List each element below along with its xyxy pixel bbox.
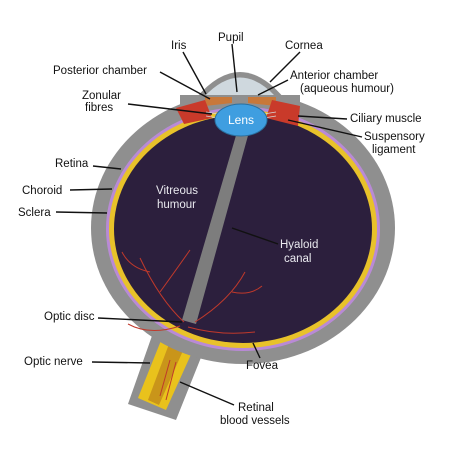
label-fovea: Fovea: [246, 360, 279, 372]
label-lens: Lens: [228, 113, 254, 127]
lens: [214, 103, 268, 137]
label-anterior-chamber-2: (aqueous humour): [300, 83, 394, 95]
leader-lines: [55, 43, 363, 406]
label-zonular-fibres-2: fibres: [85, 102, 113, 114]
label-pupil: Pupil: [218, 32, 244, 44]
label-choroid: Choroid: [22, 185, 62, 197]
label-suspensory-ligament-1: Suspensory: [364, 131, 425, 143]
label-suspensory-ligament-2: ligament: [372, 144, 416, 156]
label-vitreous-1: Vitreous: [156, 185, 198, 197]
label-cornea: Cornea: [285, 40, 323, 52]
label-retinal-vessels-2: blood vessels: [220, 415, 290, 427]
label-sclera: Sclera: [18, 207, 51, 219]
label-posterior-chamber: Posterior chamber: [53, 65, 147, 77]
label-hyaloid-1: Hyaloid: [280, 239, 318, 251]
label-iris: Iris: [171, 40, 187, 52]
label-hyaloid-2: canal: [284, 253, 312, 265]
label-anterior-chamber-1: Anterior chamber: [290, 70, 378, 82]
label-zonular-fibres-1: Zonular: [82, 90, 121, 102]
hyaloid-canal: [182, 132, 249, 324]
eyeball: [91, 92, 395, 364]
label-optic-nerve: Optic nerve: [24, 356, 83, 368]
anterior-chamber: [204, 77, 276, 97]
label-retina: Retina: [55, 158, 89, 170]
label-ciliary-muscle: Ciliary muscle: [350, 113, 422, 125]
label-retinal-vessels-1: Retinal: [238, 402, 274, 414]
label-vitreous-2: humour: [157, 199, 196, 211]
iris: [205, 97, 276, 106]
label-optic-disc: Optic disc: [44, 311, 95, 323]
anterior-segment: [180, 72, 300, 105]
retinal-blood-vessels: [121, 249, 263, 401]
vitreous-humour: [114, 115, 372, 343]
